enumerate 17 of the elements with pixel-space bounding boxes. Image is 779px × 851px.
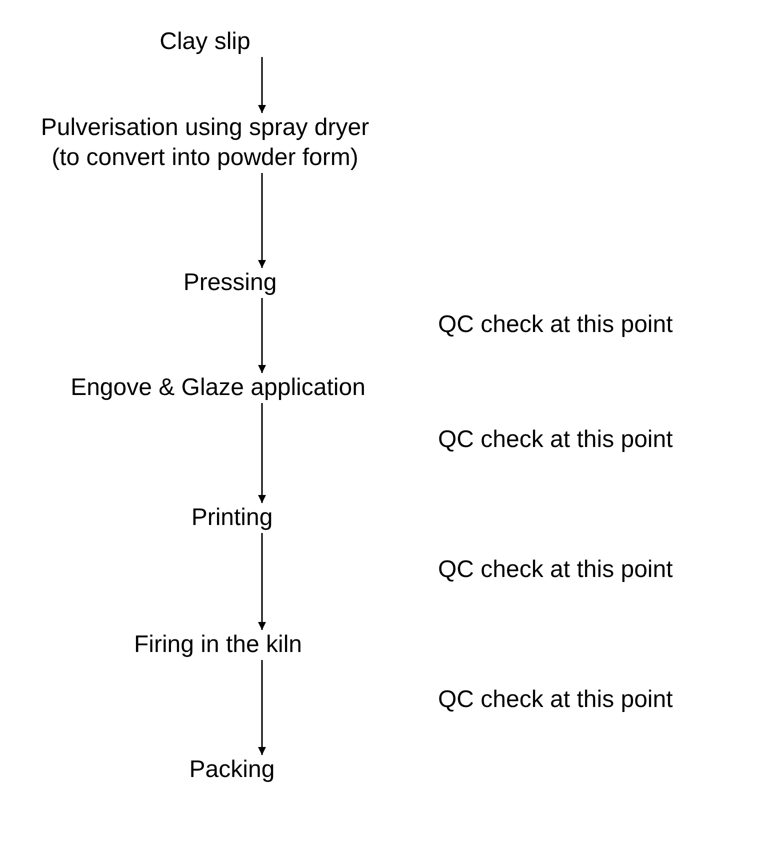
process-step-label: Pressing bbox=[183, 268, 277, 298]
process-step-label: Clay slip bbox=[160, 27, 250, 57]
arrow bbox=[258, 173, 266, 268]
process-step-label: Engove & Glaze application bbox=[70, 373, 366, 403]
process-step-label: Printing bbox=[191, 503, 273, 533]
process-step-label: Packing bbox=[189, 755, 275, 785]
arrow bbox=[258, 533, 266, 630]
arrow bbox=[258, 660, 266, 755]
arrow bbox=[258, 403, 266, 503]
note: QC check at this point bbox=[438, 425, 673, 455]
process-step-label: Pulverisation using spray dryer (to convert into powder form) bbox=[40, 113, 370, 173]
note: QC check at this point bbox=[438, 555, 673, 585]
arrow bbox=[258, 57, 266, 113]
process-step-label: Firing in the kiln bbox=[134, 630, 302, 660]
note: QC check at this point bbox=[438, 310, 673, 340]
note: QC check at this point bbox=[438, 685, 673, 715]
arrow bbox=[258, 298, 266, 373]
